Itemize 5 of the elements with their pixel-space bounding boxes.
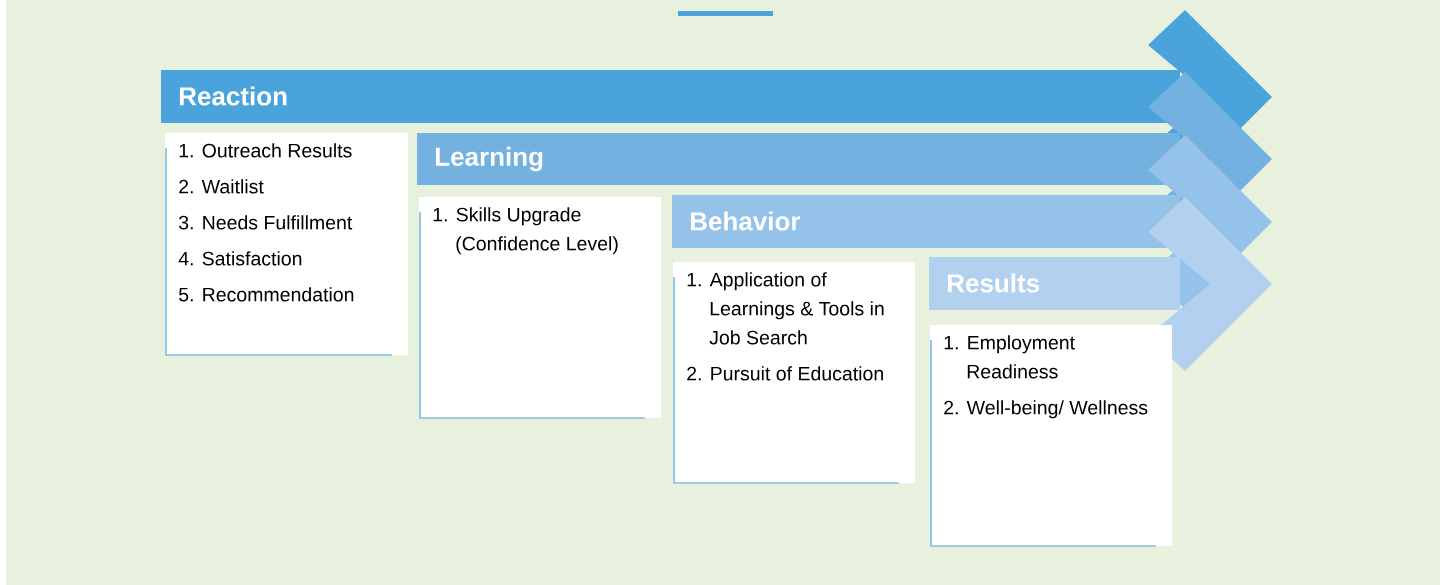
node-label: Results xyxy=(947,273,1040,293)
list-box: 1. Application of Learnings & Tools in Job Search 2. Pursuit of Education xyxy=(673,262,915,484)
list-box: 1. Employment Readiness 2. Well-being/ Wellness xyxy=(930,325,1172,547)
list-box: 1. Skills Upgrade (Confidence Level) xyxy=(419,197,661,419)
list-box: 1. Outreach Results 2. Waitlist 3. Needs Fulfillment 4. Satisfaction 5. Recommendation xyxy=(165,133,408,356)
